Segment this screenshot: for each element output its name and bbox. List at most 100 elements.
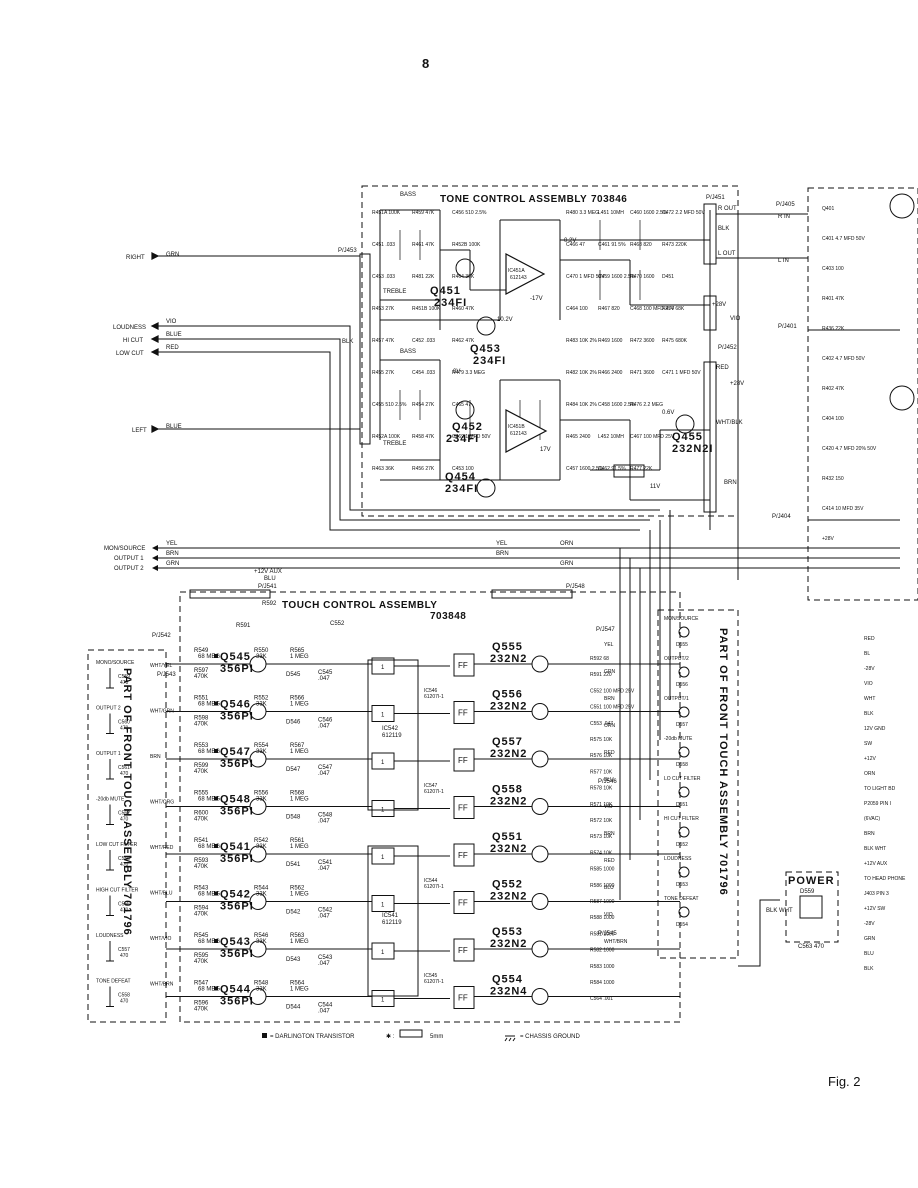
meg-res-val: 1 MEG <box>290 702 309 708</box>
touch-button-wire: WHT/YEL <box>150 663 172 669</box>
touch-button-val: 470 <box>120 680 129 686</box>
output-transistor-type: 232N4 <box>490 986 527 998</box>
front-touch-left: PART OF FRONT TOUCH ASSEMBLY 701796 MONO… <box>87 649 174 1023</box>
tone-part-label: C458 1600 2.5% <box>598 402 636 408</box>
darlington-type: 356PI <box>220 853 254 865</box>
pull-res-ref: R599 <box>194 763 209 769</box>
ff-ic-ref: IC547 <box>424 783 438 789</box>
led-ref: D551 <box>676 802 688 808</box>
q452-ref: Q452 <box>452 421 483 433</box>
tone-part-label: R460 47K <box>452 306 475 312</box>
tone-part-label: R461 47K <box>412 242 435 248</box>
tone-part-label: R452B 100K <box>452 242 481 248</box>
touch-button-val: 470 <box>120 908 129 914</box>
ic542-block <box>367 659 419 811</box>
output-transistor-type: 232N2 <box>490 843 527 855</box>
q455-ref: Q455 <box>672 431 703 443</box>
out-brn-mid: BRN <box>496 551 509 557</box>
touch-part-label: R586 1000 <box>590 883 615 889</box>
right-edge-label: C420 4.7 MFD 20% 50V <box>822 446 877 452</box>
out-1-color: BRN <box>166 551 179 557</box>
ff-symbol <box>453 843 475 867</box>
meg-res-val: 1 MEG <box>290 654 309 660</box>
front-touch-right: PART OF FRONT TOUCH ASSEMBLY 701796 MON/… <box>604 609 780 967</box>
q453-ref: Q453 <box>470 343 501 355</box>
diode-ref: D544 <box>286 1005 301 1011</box>
cap-ref: C541 <box>318 860 333 866</box>
tone-part-label: R480 3.3 MEG <box>566 210 599 216</box>
front-touch-right-border <box>657 609 739 959</box>
legend-chassis: = CHASSIS GROUND <box>520 1034 581 1040</box>
touch-button-val: 470 <box>120 862 129 868</box>
output-transistor-type: 232N2 <box>490 701 527 713</box>
right-edge-label: TO HEAD PHONE <box>864 876 906 882</box>
touch-button-cap: C562 <box>118 811 130 817</box>
input-res-val: 68 MEG <box>198 702 220 708</box>
led-label: TONE DEFEAT <box>664 896 699 902</box>
tone-part-label: R462 47K <box>452 338 475 344</box>
ic541-ref: IC541 <box>382 913 399 919</box>
pull-res-ref: R598 <box>194 716 209 722</box>
tone-part-label: C465 47 <box>452 402 471 408</box>
touch-button-wire: BRN <box>150 754 161 760</box>
led-ref: D558 <box>676 762 688 768</box>
emitter-res-val: 33K <box>256 654 267 660</box>
row-wire <box>166 853 450 857</box>
power-wire: BLK WHT <box>766 908 793 914</box>
row-wire <box>166 901 450 904</box>
tone-part-label: C452 .033 <box>412 338 435 344</box>
ff-ic-ref: IC545 <box>424 973 438 979</box>
right-edge-label: ORN <box>864 771 876 777</box>
right-edge-label: R436 22K <box>822 326 845 332</box>
diode-ref: D543 <box>286 957 301 963</box>
ic451a-opamp <box>505 253 546 295</box>
touch-plate-icon <box>106 986 114 1007</box>
r-in-label: R IN <box>778 214 790 220</box>
row-wire <box>166 948 450 952</box>
tone-control-title: TONE CONTROL ASSEMBLY <box>440 194 587 205</box>
legend-5mm-symbol <box>399 1029 423 1038</box>
led-wire-label: BRN <box>604 831 615 837</box>
led-wire-label: VIO <box>604 804 613 810</box>
out-grn-mid: GRN <box>560 561 573 567</box>
touch-plate-icon <box>106 713 114 734</box>
tone-part-label: R455 27K <box>372 370 395 376</box>
touch-button-wire: WHT/VIO <box>150 936 171 942</box>
led-ref: D555 <box>676 642 688 648</box>
led-label: LOUDNESS <box>664 856 692 862</box>
ic541-type: 612119 <box>382 920 402 926</box>
touch-button-wire: WHT/RED <box>150 845 174 851</box>
touch-plate-icon <box>106 668 114 689</box>
ff-symbol <box>453 891 475 914</box>
power-title: POWER <box>788 875 835 887</box>
p541-label: P/J541 <box>258 584 277 590</box>
q453-symbol <box>476 316 496 336</box>
touch-part-label: R581 1000 <box>590 931 615 937</box>
input-hicut-label: HI CUT <box>123 338 143 344</box>
touch-control-title: TOUCH CONTROL ASSEMBLY <box>282 600 437 611</box>
tone-part-label: C453 .033 <box>372 274 395 280</box>
darlington-marker <box>214 701 218 706</box>
input-left-color: BLUE <box>166 424 182 430</box>
darlington-ref: Q543 <box>220 936 251 948</box>
q455-symbol <box>675 414 695 434</box>
led-label: HI CUT FILTER <box>664 816 699 822</box>
led-wire-label: ORN <box>604 723 616 729</box>
ic451b-type: 612143 <box>510 431 527 437</box>
tone-part-label: C461 91 5% <box>598 242 626 248</box>
right-edge-label: Q401 <box>822 206 834 212</box>
emitter-res-ref: R542 <box>254 838 269 844</box>
input-loudness-color: VIO <box>166 319 177 325</box>
row-wire <box>166 711 450 714</box>
right-edge-label: 12V GND <box>864 726 886 732</box>
q452-symbol <box>455 400 475 420</box>
meg-res-val: 1 MEG <box>290 797 309 803</box>
